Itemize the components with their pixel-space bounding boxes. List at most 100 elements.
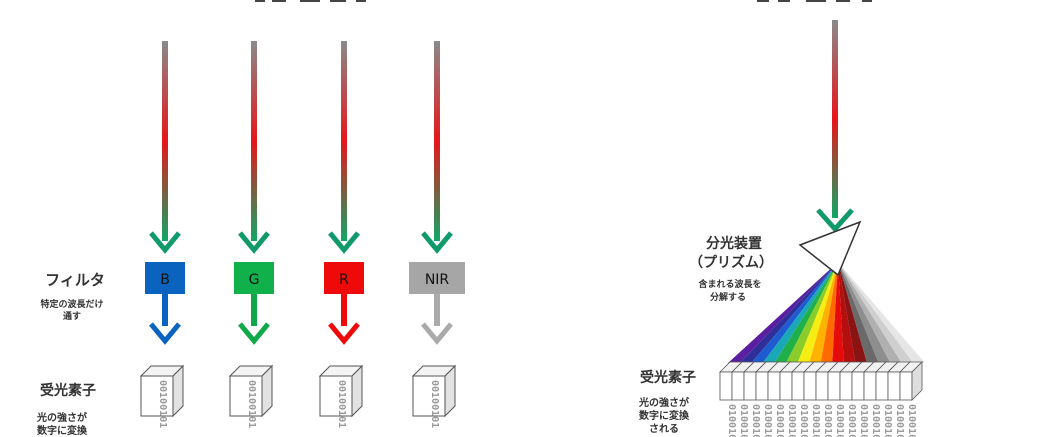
sensor-bits: 01001010 <box>882 404 893 437</box>
top-cutoff-title-left <box>255 0 366 2</box>
light-arrowhead <box>328 231 360 254</box>
prism-description-line-1: 含まれる波長を <box>697 278 761 290</box>
sensor-label-right: 受光素子 <box>640 369 696 386</box>
filtered-arrowhead <box>149 322 181 345</box>
sensor-bits: 01001010 <box>894 404 905 437</box>
sensor-cube: 00100101 <box>411 364 457 428</box>
filtered-arrowhead <box>421 322 453 345</box>
filter-box-label: R <box>339 272 349 288</box>
sensor-cube: 00100101 <box>139 364 185 428</box>
sensor-cell: 01001010 <box>827 361 851 437</box>
spectrum-band <box>838 262 879 363</box>
filter-box <box>234 262 274 294</box>
sensor-bits: 00100101 <box>246 380 257 428</box>
filter-box <box>324 262 364 294</box>
sensor-bits: 01001010 <box>786 404 797 437</box>
spectrum-band <box>838 262 891 363</box>
filter-box-label: NIR <box>425 272 450 288</box>
sensor-bits: 01001010 <box>846 404 857 437</box>
light-beam <box>434 41 440 241</box>
filtered-arrowhead <box>238 322 270 345</box>
sensor-bits: 01001010 <box>906 404 917 437</box>
prism-label-line-1: 分光装置 <box>706 235 762 252</box>
prism-icon <box>798 220 862 277</box>
sensor-bits: 01001010 <box>762 404 773 437</box>
prism-description-line-2: 分解する <box>710 291 746 303</box>
sensor-bits: 00100101 <box>157 380 168 428</box>
filtered-beam <box>434 294 440 326</box>
filter-column-g: G 00100101 <box>228 41 274 428</box>
sensor-bits: 01001010 <box>738 404 749 437</box>
sensor-description-right-line-2: 数字に変換 <box>639 409 690 422</box>
sensor-description-right-line-1: 光の強さが <box>638 396 690 409</box>
spectrum-band <box>832 262 844 363</box>
spectrum-band <box>762 262 838 363</box>
sensor-cell: 01001010 <box>803 361 827 437</box>
sensor-label-left: 受光素子 <box>40 382 96 399</box>
sensor-description-left-line-2: 数字に変換 <box>37 424 88 437</box>
sensor-bits: 01001010 <box>774 404 785 437</box>
sensor-bits: 01001010 <box>798 404 809 437</box>
light-beam <box>162 41 168 241</box>
sensor-cell: 01001010 <box>875 361 899 437</box>
sensor-bits: 01001010 <box>858 404 869 437</box>
filter-box-label: G <box>249 272 260 288</box>
light-arrowhead <box>238 231 270 254</box>
incoming-light-arrowhead <box>816 208 854 233</box>
filter-column-r: R 00100101 <box>318 41 364 428</box>
top-cutoff-title-right <box>757 0 872 2</box>
spectrum-band <box>797 262 838 363</box>
filter-box <box>145 262 185 294</box>
prism-label-line-2: （プリズム） <box>689 254 773 271</box>
spectrum-band <box>838 262 902 363</box>
light-beam <box>251 41 257 241</box>
sensor-description-right-line-3: される <box>649 423 679 435</box>
sensor-bits: 00100101 <box>429 380 440 428</box>
spectrum-band <box>809 262 838 363</box>
filter-section: フィルタ 特定の波長だけ 通す 受光素子 光の強さが 数字に変換 B 001001… <box>36 41 465 437</box>
spectrum-band <box>820 262 838 363</box>
sensor-bits: 01001010 <box>726 404 737 437</box>
sensor-description-left-line-1: 光の強さが <box>36 411 88 424</box>
sensor-cell: 01001010 <box>779 361 803 437</box>
sensor-cell: 01001010 <box>815 361 839 437</box>
filter-box <box>409 262 465 294</box>
light-beam <box>341 41 347 241</box>
sensor-cube: 00100101 <box>228 364 274 428</box>
prism-section: 分光装置 （プリズム） 含まれる波長を 分解する 受光素子 光の強さが 数字に変… <box>638 20 925 437</box>
light-arrowhead <box>421 231 453 254</box>
filtered-beam <box>251 294 257 326</box>
filtered-beam <box>341 294 347 326</box>
sensor-cell: 01001010 <box>767 361 791 437</box>
sensor-array-side <box>911 361 923 401</box>
light-arrowhead <box>149 231 181 254</box>
filter-label: フィルタ <box>45 271 105 289</box>
sensor-bits: 00100101 <box>336 380 347 428</box>
sensor-bits: 01001010 <box>810 404 821 437</box>
spectrum-band <box>728 262 838 363</box>
sensor-bits: 01001010 <box>822 404 833 437</box>
spectrum-band <box>751 262 838 363</box>
filter-column-b: B 00100101 <box>139 41 185 428</box>
filtered-arrowhead <box>328 322 360 345</box>
spectrum-band <box>739 262 838 363</box>
sensor-bits: 01001010 <box>870 404 881 437</box>
incoming-light-beam <box>832 20 838 218</box>
sensor-bits: 01001010 <box>750 404 761 437</box>
filtered-beam <box>162 294 168 326</box>
sensor-cube: 00100101 <box>318 364 364 428</box>
sensor-cell: 01001010 <box>755 361 779 437</box>
sensor-cell: 01001010 <box>851 361 875 437</box>
spectrum-band <box>838 262 925 363</box>
filter-description-line-1: 特定の波長だけ <box>40 298 103 310</box>
spectrum-band <box>785 262 838 363</box>
sensor-cell: 01001010 <box>743 361 767 437</box>
filter-column-nir: NIR 00100101 <box>409 41 465 428</box>
sensor-bits: 01001010 <box>834 404 845 437</box>
filter-description-line-2: 通す <box>63 310 81 322</box>
spectrum-band <box>774 262 838 363</box>
filter-box-label: B <box>160 272 170 288</box>
spectrum-fan <box>728 262 925 363</box>
